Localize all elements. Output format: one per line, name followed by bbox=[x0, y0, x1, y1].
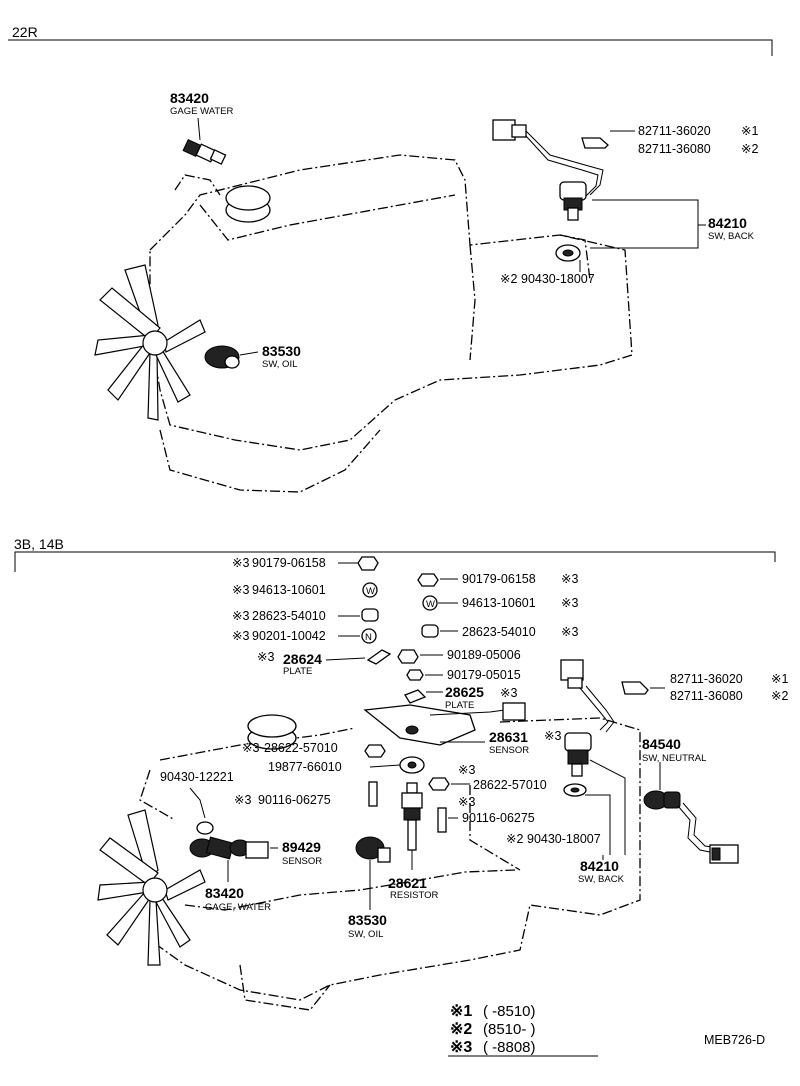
svg-text:SENSOR: SENSOR bbox=[282, 856, 322, 867]
svg-text:SW, OIL: SW, OIL bbox=[348, 929, 383, 940]
svg-text:※3: ※3 bbox=[500, 686, 517, 700]
gage-water-sender-top bbox=[182, 138, 227, 165]
svg-text:※3: ※3 bbox=[234, 793, 251, 807]
mark-1-top: ※1 bbox=[741, 124, 758, 138]
svg-text:84540: 84540 bbox=[642, 736, 681, 752]
svg-text:28623-54010: 28623-54010 bbox=[462, 625, 536, 639]
svg-text:90116-06275: 90116-06275 bbox=[462, 811, 535, 825]
legend-mark-3: ※3 bbox=[450, 1039, 472, 1056]
svg-text:28621: 28621 bbox=[388, 875, 427, 891]
svg-text:84210: 84210 bbox=[580, 858, 619, 874]
label-82711-36020-top: 82711-36020 bbox=[638, 124, 711, 138]
legend-range-1: ( -8510) bbox=[483, 1003, 536, 1020]
svg-text:※3: ※3 bbox=[242, 741, 259, 755]
legend-range-2: (8510- ) bbox=[483, 1021, 536, 1038]
svg-text:※3: ※3 bbox=[561, 596, 578, 610]
mark-2-top: ※2 bbox=[741, 142, 758, 156]
svg-text:PLATE: PLATE bbox=[445, 700, 474, 711]
svg-text:※3: ※3 bbox=[458, 763, 475, 777]
svg-text:PLATE: PLATE bbox=[283, 666, 312, 677]
legend-mark-2: ※2 bbox=[450, 1021, 472, 1038]
svg-text:90201-10042: 90201-10042 bbox=[252, 629, 326, 643]
svg-text:89429: 89429 bbox=[282, 839, 321, 855]
svg-text:W: W bbox=[366, 586, 375, 597]
svg-text:※3: ※3 bbox=[544, 729, 561, 743]
svg-text:※3: ※3 bbox=[232, 583, 249, 597]
svg-text:82711-36080: 82711-36080 bbox=[670, 689, 743, 703]
svg-text:83530: 83530 bbox=[348, 912, 387, 928]
mark-2-gasket-top: ※2 bbox=[500, 272, 517, 286]
svg-text:28624: 28624 bbox=[283, 651, 322, 667]
back-switch-assembly-top bbox=[492, 119, 609, 262]
svg-text:W: W bbox=[426, 599, 435, 610]
label-90430-18007-top: 90430-18007 bbox=[521, 272, 595, 286]
svg-text:※2: ※2 bbox=[506, 832, 523, 846]
section-label-3b-14b: 3B, 14B bbox=[14, 536, 64, 552]
svg-text:SW, NEUTRAL: SW, NEUTRAL bbox=[642, 753, 706, 764]
legend: ※1 ( -8510) ※2 (8510- ) ※3 ( -8808) bbox=[448, 1003, 598, 1057]
engine-outline-top bbox=[149, 154, 633, 493]
svg-text:90179-05015: 90179-05015 bbox=[447, 668, 521, 682]
svg-text:28625: 28625 bbox=[445, 684, 484, 700]
svg-text:SENSOR: SENSOR bbox=[489, 745, 529, 756]
svg-text:N: N bbox=[365, 632, 372, 643]
fan-top bbox=[94, 264, 206, 421]
label-gage-water-top: GAGE WATER bbox=[170, 106, 233, 117]
svg-text:RESISTOR: RESISTOR bbox=[390, 890, 439, 901]
svg-text:94613-10601: 94613-10601 bbox=[462, 596, 536, 610]
legend-mark-1: ※1 bbox=[450, 1003, 472, 1020]
oil-switch-top bbox=[204, 345, 240, 369]
svg-text:90189-05006: 90189-05006 bbox=[447, 648, 521, 662]
section-frame-top bbox=[8, 39, 773, 56]
svg-text:94613-10601: 94613-10601 bbox=[252, 583, 326, 597]
svg-text:28631: 28631 bbox=[489, 729, 528, 745]
svg-text:19877-66010: 19877-66010 bbox=[268, 760, 342, 774]
svg-text:※3: ※3 bbox=[561, 625, 578, 639]
svg-text:28622-57010: 28622-57010 bbox=[264, 741, 338, 755]
label-sw-back-top: SW, BACK bbox=[708, 231, 755, 242]
svg-text:90116-06275: 90116-06275 bbox=[258, 793, 331, 807]
center-parts: 90189-05006 90179-05015 ※3 28624 PLATE 2… bbox=[160, 648, 561, 940]
label-84210-top: 84210 bbox=[708, 215, 747, 231]
radiator-cap-top bbox=[225, 185, 271, 223]
svg-text:28622-57010: 28622-57010 bbox=[473, 778, 547, 792]
svg-text:※3: ※3 bbox=[232, 609, 249, 623]
svg-text:90430-18007: 90430-18007 bbox=[527, 832, 601, 846]
section-frame-bottom bbox=[14, 551, 776, 572]
svg-text:90179-06158: 90179-06158 bbox=[462, 572, 536, 586]
label-sw-oil-top: SW, OIL bbox=[262, 359, 297, 370]
svg-text:※3: ※3 bbox=[257, 650, 274, 664]
svg-text:GAGE, WATER: GAGE, WATER bbox=[205, 902, 271, 913]
neutral-switch-bottom bbox=[643, 790, 739, 864]
label-83530-top: 83530 bbox=[262, 343, 301, 359]
svg-text:SW, BACK: SW, BACK bbox=[578, 874, 625, 885]
back-switch-assembly-bottom bbox=[560, 659, 649, 797]
label-83420-top: 83420 bbox=[170, 90, 209, 106]
svg-text:※1: ※1 bbox=[771, 672, 788, 686]
radiator-cap-bottom bbox=[247, 714, 297, 750]
section-label-22r: 22R bbox=[12, 24, 38, 40]
svg-text:※3: ※3 bbox=[232, 556, 249, 570]
svg-text:28623-54010: 28623-54010 bbox=[252, 609, 326, 623]
right-part-list: 90179-06158 ※3 W 94613-10601 ※3 28623-54… bbox=[417, 572, 578, 639]
svg-text:83420: 83420 bbox=[205, 885, 244, 901]
fan-bottom bbox=[97, 809, 206, 966]
engine-outline-bottom bbox=[139, 717, 641, 1011]
legend-range-3: ( -8808) bbox=[483, 1039, 536, 1056]
svg-text:82711-36020: 82711-36020 bbox=[670, 672, 743, 686]
drawing-code: MEB726-D bbox=[704, 1033, 765, 1047]
svg-text:※3: ※3 bbox=[458, 795, 475, 809]
svg-text:90430-12221: 90430-12221 bbox=[160, 770, 234, 784]
left-part-list: ※3 90179-06158 ※3 94613-10601 W ※3 28623… bbox=[232, 556, 379, 644]
svg-text:90179-06158: 90179-06158 bbox=[252, 556, 326, 570]
svg-text:※2: ※2 bbox=[771, 689, 788, 703]
svg-text:※3: ※3 bbox=[561, 572, 578, 586]
label-82711-36080-top: 82711-36080 bbox=[638, 142, 711, 156]
svg-text:※3: ※3 bbox=[232, 629, 249, 643]
